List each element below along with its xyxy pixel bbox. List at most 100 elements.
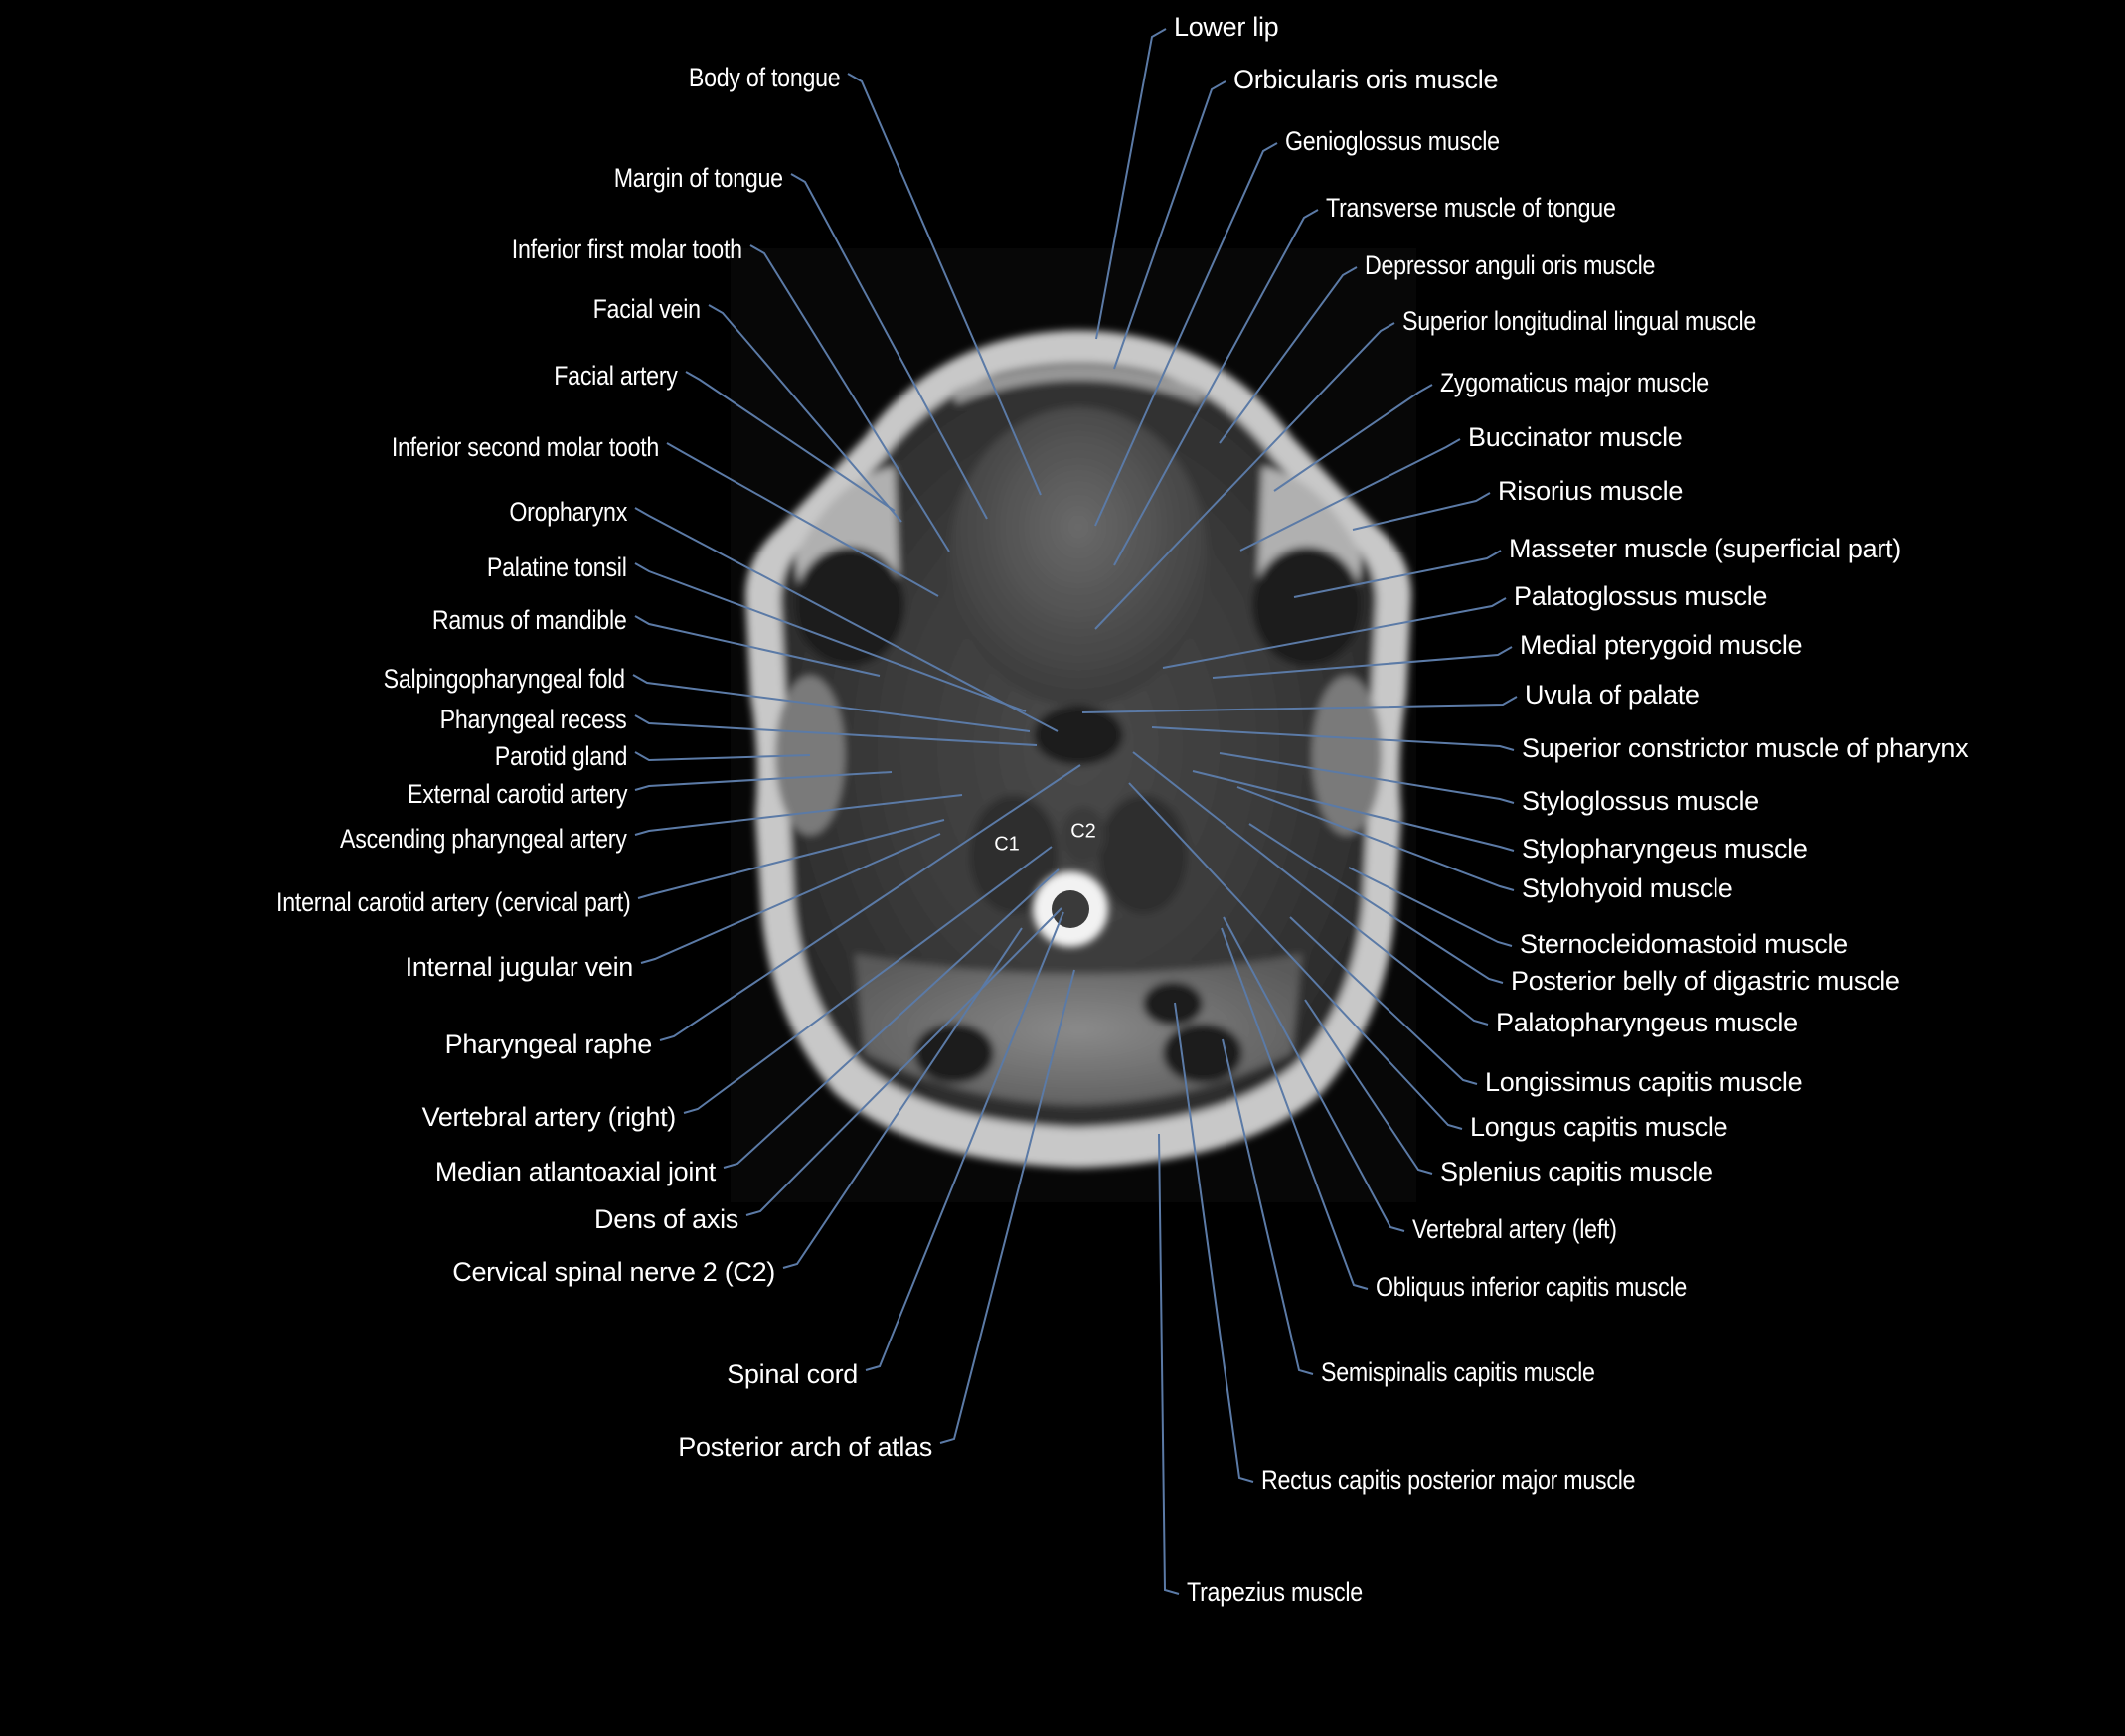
leader-line-trapezius-muscle — [1158, 1133, 1180, 1595]
leader-line-external-carotid-artery — [634, 771, 893, 791]
leader-line-parotid-gland — [634, 751, 811, 762]
leader-line-margin-of-tongue — [790, 173, 988, 520]
label-styloglossus-muscle: Styloglossus muscle — [1522, 786, 1759, 816]
leader-line-palatoglossus-muscle — [1162, 597, 1507, 669]
leader-line-stylopharyngeus-muscle — [1192, 770, 1515, 852]
label-posterior-arch-of-atlas: Posterior arch of atlas — [678, 1432, 932, 1462]
label-obliquus-inferior-capitis-muscle: Obliquus inferior capitis muscle — [1376, 1272, 1688, 1302]
label-longus-capitis-muscle: Longus capitis muscle — [1470, 1112, 1728, 1142]
label-dens-of-axis: Dens of axis — [594, 1204, 738, 1234]
label-spinal-cord: Spinal cord — [727, 1359, 858, 1389]
leader-line-semispinalis-capitis-muscle — [1222, 1038, 1314, 1375]
leader-line-internal-jugular-vein — [640, 833, 941, 964]
label-genioglossus-muscle: Genioglossus muscle — [1285, 126, 1500, 156]
label-risorius-muscle: Risorius muscle — [1498, 476, 1684, 506]
leader-line-buccinator-muscle — [1239, 438, 1461, 552]
label-ascending-pharyngeal-artery: Ascending pharyngeal artery — [340, 824, 627, 854]
label-sternocleidomastoid-muscle: Sternocleidomastoid muscle — [1520, 929, 1848, 959]
leader-line-palatine-tonsil — [634, 562, 1027, 712]
label-pharyngeal-recess: Pharyngeal recess — [440, 705, 627, 734]
label-pharyngeal-raphe: Pharyngeal raphe — [444, 1029, 653, 1059]
label-stylopharyngeus-muscle: Stylopharyngeus muscle — [1522, 834, 1808, 864]
leader-line-depressor-anguli-oris-muscle — [1219, 266, 1358, 444]
label-inferior-first-molar-tooth: Inferior first molar tooth — [511, 235, 742, 264]
label-lower-lip: Lower lip — [1174, 12, 1279, 42]
leader-line-superior-longitudinal-lingual-muscle — [1094, 322, 1395, 630]
label-orbicularis-oris-muscle: Orbicularis oris muscle — [1233, 65, 1499, 94]
leader-line-orbicularis-oris-muscle — [1113, 80, 1226, 370]
label-parotid-gland: Parotid gland — [494, 741, 628, 771]
label-external-carotid-artery: External carotid artery — [407, 779, 627, 809]
label-masseter-muscle-superficial-part: Masseter muscle (superficial part) — [1509, 534, 1901, 563]
label-splenius-capitis-muscle: Splenius capitis muscle — [1440, 1157, 1713, 1186]
label-buccinator-muscle: Buccinator muscle — [1468, 422, 1683, 452]
leader-line-medial-pterygoid-muscle — [1212, 646, 1513, 679]
leader-line-facial-vein — [708, 304, 902, 523]
leader-line-styloglossus-muscle — [1219, 752, 1515, 804]
label-palatopharyngeus-muscle: Palatopharyngeus muscle — [1496, 1008, 1798, 1037]
vertebra-label-c1: C1 — [994, 833, 1020, 856]
label-palatine-tonsil: Palatine tonsil — [487, 552, 627, 582]
leader-line-dens-of-axis — [745, 907, 1062, 1216]
label-inferior-second-molar-tooth: Inferior second molar tooth — [391, 432, 660, 462]
leader-line-spinal-cord — [865, 911, 1064, 1371]
leader-line-ramus-of-mandible — [634, 615, 881, 677]
label-stylohyoid-muscle: Stylohyoid muscle — [1522, 873, 1733, 903]
label-transverse-muscle-of-tongue: Transverse muscle of tongue — [1326, 193, 1616, 223]
leader-line-longissimus-capitis-muscle — [1289, 916, 1478, 1085]
leader-line-posterior-arch-of-atlas — [939, 969, 1075, 1444]
leader-line-superior-constrictor-muscle-of-pharynx — [1151, 726, 1515, 751]
leader-line-vertebral-artery-right — [683, 846, 1053, 1114]
leader-line-uvula-of-palate — [1081, 696, 1518, 713]
leader-line-genioglossus-muscle — [1094, 142, 1278, 527]
label-palatoglossus-muscle: Palatoglossus muscle — [1514, 581, 1768, 611]
label-medial-pterygoid-muscle: Medial pterygoid muscle — [1520, 630, 1803, 660]
label-vertebral-artery-left: Vertebral artery (left) — [1412, 1214, 1617, 1244]
leader-line-median-atlantoaxial-joint — [723, 868, 1060, 1169]
label-trapezius-muscle: Trapezius muscle — [1187, 1577, 1363, 1607]
label-salpingopharyngeal-fold: Salpingopharyngeal fold — [383, 664, 625, 694]
label-vertebral-artery-right: Vertebral artery (right) — [421, 1102, 677, 1132]
leader-line-pharyngeal-recess — [634, 714, 1038, 746]
leader-line-oropharynx — [634, 507, 1059, 732]
leader-line-obliquus-inferior-capitis-muscle — [1221, 927, 1369, 1290]
leader-line-internal-carotid-artery-cervical-part — [637, 819, 945, 899]
label-oropharynx: Oropharynx — [509, 497, 627, 527]
label-rectus-capitis-posterior-major-muscle: Rectus capitis posterior major muscle — [1261, 1465, 1636, 1495]
label-depressor-anguli-oris-muscle: Depressor anguli oris muscle — [1365, 250, 1656, 280]
leader-line-transverse-muscle-of-tongue — [1113, 209, 1319, 566]
leader-line-sternocleidomastoid-muscle — [1348, 867, 1513, 947]
leader-line-splenius-capitis-muscle — [1304, 999, 1433, 1175]
label-zygomaticus-major-muscle: Zygomaticus major muscle — [1440, 368, 1709, 397]
leader-line-body-of-tongue — [847, 73, 1042, 496]
label-posterior-belly-of-digastric-muscle: Posterior belly of digastric muscle — [1511, 966, 1900, 996]
label-internal-jugular-vein: Internal jugular vein — [405, 952, 634, 982]
label-semispinalis-capitis-muscle: Semispinalis capitis muscle — [1321, 1357, 1595, 1387]
label-uvula-of-palate: Uvula of palate — [1525, 680, 1700, 710]
leader-line-salpingopharyngeal-fold — [632, 674, 1031, 732]
leader-line-posterior-belly-of-digastric-muscle — [1248, 823, 1504, 984]
leader-line-longus-capitis-muscle — [1128, 782, 1463, 1130]
leader-lines — [632, 28, 1518, 1595]
leader-line-rectus-capitis-posterior-major-muscle — [1174, 1002, 1254, 1483]
leader-line-pharyngeal-raphe — [659, 764, 1081, 1041]
leader-line-palatopharyngeus-muscle — [1132, 751, 1489, 1026]
leader-line-cervical-spinal-nerve-2-c2 — [782, 927, 1023, 1269]
leader-line-inferior-first-molar-tooth — [749, 244, 950, 552]
leader-line-lower-lip — [1095, 28, 1167, 340]
leader-line-vertebral-artery-left — [1223, 916, 1405, 1232]
label-margin-of-tongue: Margin of tongue — [613, 163, 783, 193]
leader-line-stylohyoid-muscle — [1236, 786, 1515, 891]
label-superior-constrictor-muscle-of-pharynx: Superior constrictor muscle of pharynx — [1522, 733, 1969, 763]
leader-line-zygomaticus-major-muscle — [1273, 384, 1433, 492]
label-facial-vein: Facial vein — [592, 294, 701, 324]
label-longissimus-capitis-muscle: Longissimus capitis muscle — [1485, 1067, 1803, 1097]
label-ramus-of-mandible: Ramus of mandible — [432, 605, 627, 635]
leader-line-masseter-muscle-superficial-part — [1293, 550, 1502, 598]
label-facial-artery: Facial artery — [554, 361, 679, 391]
label-cervical-spinal-nerve-2-c2: Cervical spinal nerve 2 (C2) — [452, 1257, 775, 1287]
leader-line-facial-artery — [685, 371, 896, 512]
leader-line-ascending-pharyngeal-artery — [634, 794, 963, 836]
